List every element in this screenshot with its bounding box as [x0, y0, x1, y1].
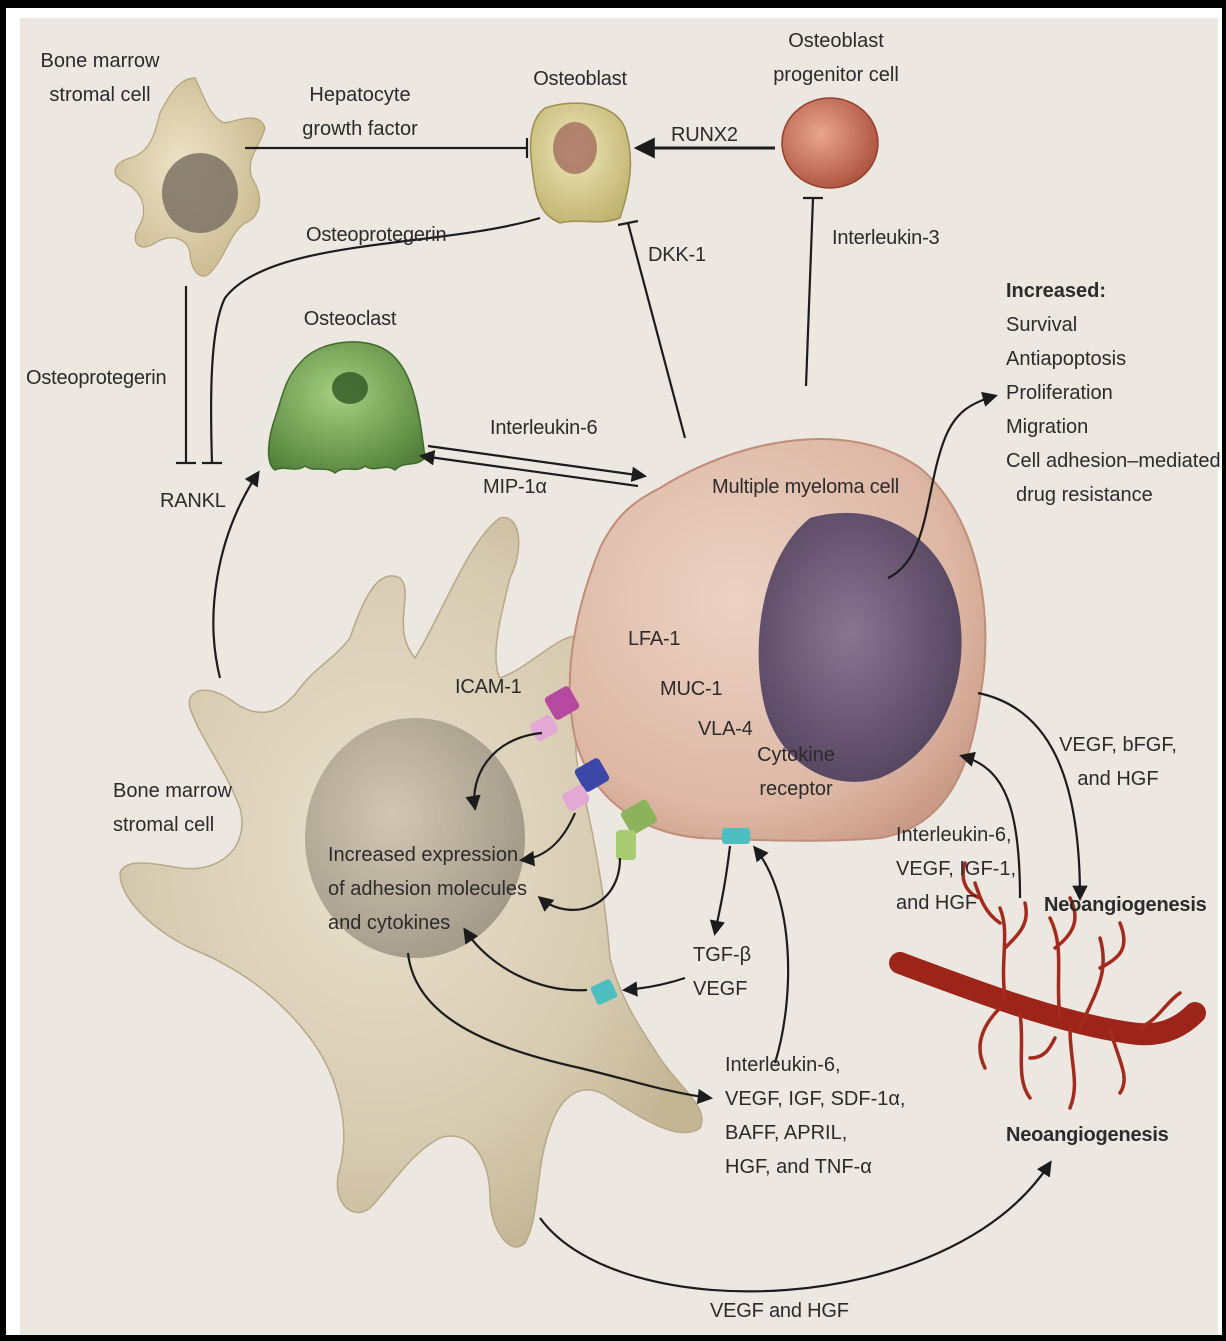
label-secreted-line3: BAFF, APRIL, [725, 1116, 905, 1150]
label-increased-expression-line2: of adhesion molecules [328, 872, 527, 906]
label-osteoclast: Osteoclast [304, 302, 396, 336]
label-vla4: VLA-4 [698, 712, 753, 746]
label-hgf-line2: growth factor [302, 112, 418, 146]
label-vessel-to-myeloma-line2: VEGF, IGF-1, [896, 852, 1016, 886]
label-stromal-bottom-line2: stromal cell [113, 808, 232, 842]
label-neoangiogenesis-upper: Neoangiogenesis [1044, 888, 1207, 922]
label-progenitor-line2: progenitor cell [773, 58, 899, 92]
label-dkk1: DKK-1 [648, 238, 706, 272]
label-muc1: MUC-1 [660, 672, 722, 706]
label-osteoblast: Osteoblast [533, 62, 627, 96]
progenitor-cell [782, 98, 878, 188]
label-myeloma-to-vessel: VEGF, bFGF, and HGF [1059, 728, 1177, 796]
label-stromal-bottom-line1: Bone marrow [113, 774, 232, 808]
label-osteoprotegerin-left: Osteoprotegerin [26, 361, 166, 395]
outcome-item: Migration [1006, 410, 1221, 444]
outcome-item: drug resistance [1006, 478, 1221, 512]
label-cytokine-receptor-line2: receptor [757, 772, 835, 806]
label-vessel-to-myeloma: Interleukin-6, VEGF, IGF-1, and HGF [896, 818, 1016, 920]
blood-vessel [900, 963, 1195, 1034]
label-increased-expression: Increased expression of adhesion molecul… [328, 838, 527, 940]
label-rankl: RANKL [160, 484, 226, 518]
label-secreted-factors: Interleukin-6, VEGF, IGF, SDF-1α, BAFF, … [725, 1048, 905, 1184]
label-cytokine-receptor: Cytokine receptor [757, 738, 835, 806]
label-secreted-line1: Interleukin-6, [725, 1048, 905, 1082]
label-vegf-hgf-bottom: VEGF and HGF [710, 1294, 849, 1328]
outcome-item: Survival [1006, 308, 1221, 342]
label-stromal-cell-top: Bone marrow stromal cell [41, 44, 160, 112]
label-tgf-vegf: TGF-β VEGF [693, 938, 751, 1006]
label-interleukin6: Interleukin-6 [490, 411, 597, 445]
label-secreted-line4: HGF, and TNF-α [725, 1150, 905, 1184]
label-hgf-line1: Hepatocyte [302, 78, 418, 112]
diagram-panel: Bone marrow stromal cell Hepatocyte grow… [20, 18, 1218, 1338]
outcome-item: Antiapoptosis [1006, 342, 1221, 376]
label-hgf: Hepatocyte growth factor [302, 78, 418, 146]
label-osteoprotegerin-top: Osteoprotegerin [306, 218, 446, 252]
label-progenitor: Osteoblast progenitor cell [773, 24, 899, 92]
label-secreted-line2: VEGF, IGF, SDF-1α, [725, 1082, 905, 1116]
label-icam1: ICAM-1 [455, 670, 522, 704]
label-myeloma-cell: Multiple myeloma cell [712, 470, 899, 504]
stromal-cell-small-nucleus [162, 153, 238, 233]
label-progenitor-line1: Osteoblast [773, 24, 899, 58]
label-tgf-beta: TGF-β [693, 938, 751, 972]
outcome-item: Proliferation [1006, 376, 1221, 410]
label-myeloma-to-vessel-line2: and HGF [1059, 762, 1177, 796]
osteoblast-nucleus [553, 122, 597, 174]
label-increased-expression-line1: Increased expression [328, 838, 527, 872]
label-cytokine-receptor-line1: Cytokine [757, 738, 835, 772]
outcomes-list: Increased: Survival Antiapoptosis Prolif… [1006, 274, 1221, 512]
outcome-item: Cell adhesion–mediated [1006, 444, 1221, 478]
label-increased-expression-line3: and cytokines [328, 906, 527, 940]
osteoclast-cell [269, 342, 425, 473]
label-stromal-top-line2: stromal cell [41, 78, 160, 112]
label-vessel-to-myeloma-line1: Interleukin-6, [896, 818, 1016, 852]
label-runx2: RUNX2 [671, 118, 738, 152]
label-mip1a: MIP-1α [483, 470, 547, 504]
label-stromal-cell-bottom: Bone marrow stromal cell [113, 774, 232, 842]
label-vessel-to-myeloma-line3: and HGF [896, 886, 1016, 920]
cytokine-receptor-myeloma [722, 828, 750, 844]
osteoclast-nucleus [332, 372, 368, 404]
label-lfa1: LFA-1 [628, 622, 680, 656]
outcomes-heading: Increased: [1006, 274, 1221, 308]
label-neoangiogenesis-lower: Neoangiogenesis [1006, 1118, 1169, 1152]
label-vegf: VEGF [693, 972, 751, 1006]
label-interleukin3: Interleukin-3 [832, 221, 939, 255]
label-stromal-top-line1: Bone marrow [41, 44, 160, 78]
label-myeloma-to-vessel-line1: VEGF, bFGF, [1059, 728, 1177, 762]
